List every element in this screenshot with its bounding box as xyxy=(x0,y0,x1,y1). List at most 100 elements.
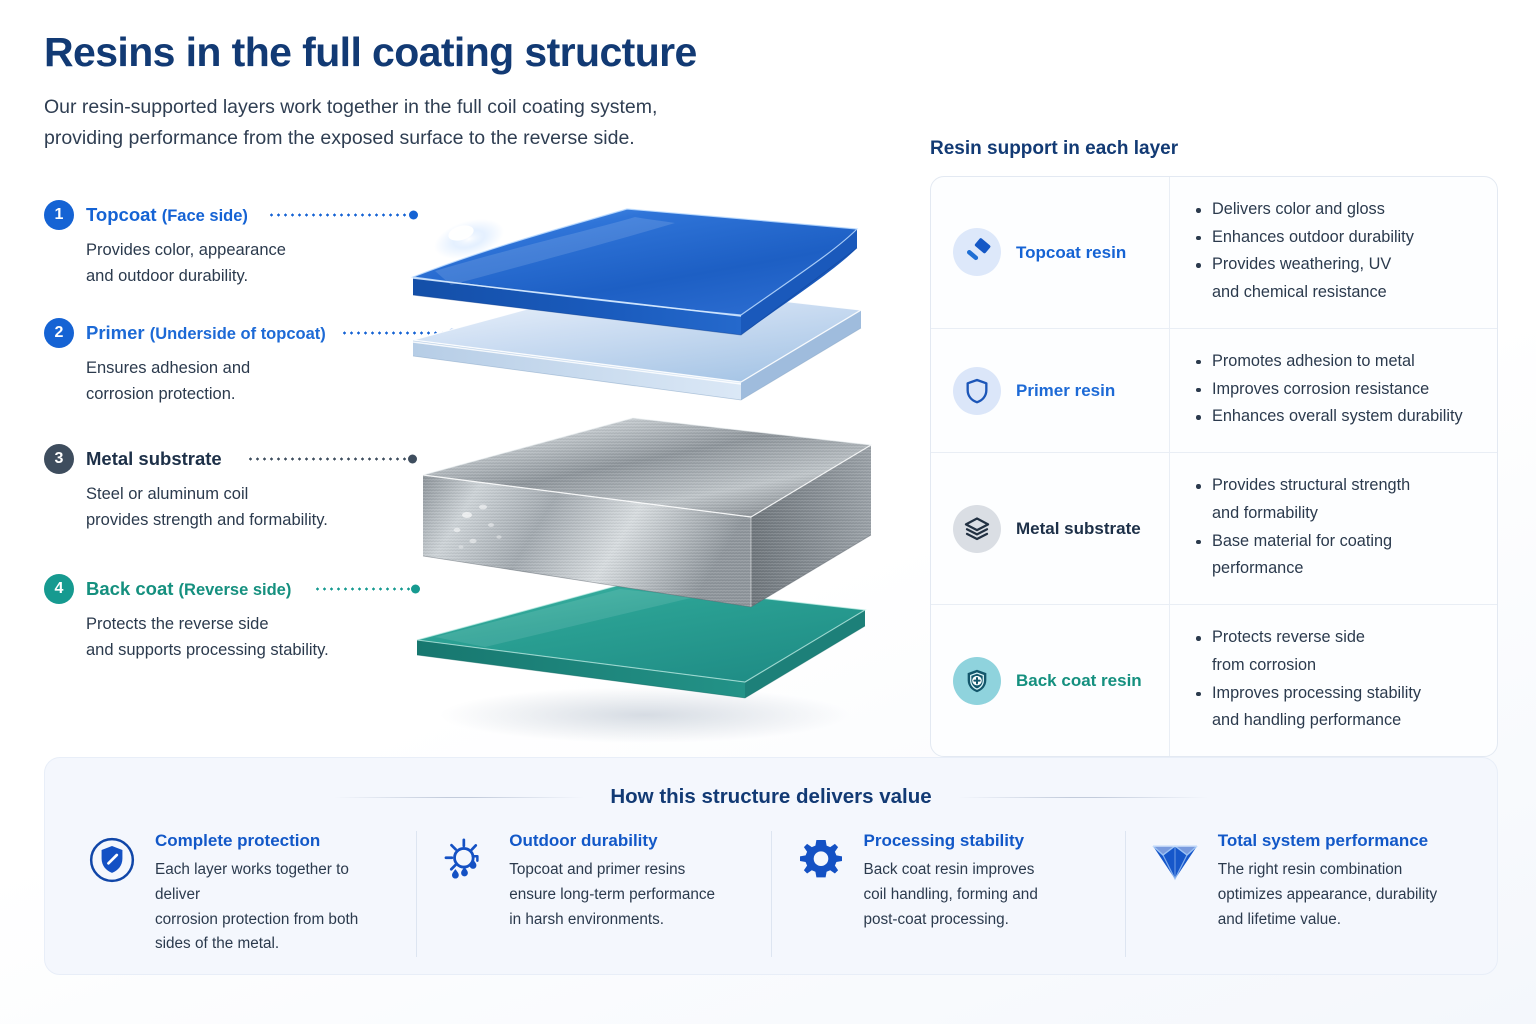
value-line-1: Topcoat and primer resins xyxy=(509,861,686,878)
connector-endpoint xyxy=(411,584,420,594)
connector-line-4 xyxy=(314,584,420,594)
value-line-2: corrosion protection from both xyxy=(155,910,359,928)
layer-desc-line-1: Steel or aluminum coil xyxy=(86,485,249,503)
layer-desc-line-2: and outdoor durability. xyxy=(86,267,249,286)
layer-badge-2: 2 xyxy=(44,318,74,348)
value-column-text: Complete protection Each layer works tog… xyxy=(155,831,394,957)
resin-name: Topcoat resin xyxy=(1016,242,1127,262)
layer-badge-3: 3 xyxy=(44,444,74,474)
value-line-2: coil handling, forming and xyxy=(863,885,1038,903)
value-body: Topcoat and primer resins ensure long-te… xyxy=(509,858,748,932)
bullet: Improves processing stability xyxy=(1194,681,1479,707)
subtitle-line-1: Our resin-supported layers work together… xyxy=(44,95,658,118)
bullet-continuation: and formability xyxy=(1212,503,1318,522)
metal-specular-highlights xyxy=(453,504,502,549)
value-body: The right resin combination optimizes ap… xyxy=(1218,858,1457,932)
layer-qualifier: (Face side) xyxy=(161,207,248,225)
value-heading: Processing stability xyxy=(863,831,1025,850)
resin-row-bullets: Promotes adhesion to metal Improves corr… xyxy=(1169,328,1497,453)
value-heading: Total system performance xyxy=(1217,831,1429,850)
value-line-2: ensure long-term performance xyxy=(509,885,716,903)
resin-support-panel: Resin support in each layer Topcoat resi… xyxy=(930,138,1498,758)
layer-item-back-coat: 4 Back coat (Reverse side) Protects the … xyxy=(44,574,424,663)
layer-item-primer: 2 Primer (Underside of topcoat) Ensures … xyxy=(44,318,457,444)
layer-title-4: Back coat (Reverse side) xyxy=(86,578,291,600)
layer-badge-1: 1 xyxy=(44,200,74,230)
layer-head: 3 Metal substrate xyxy=(44,444,424,474)
resin-name: Metal substrate xyxy=(1016,518,1141,538)
resin-row-label-group: Metal substrate xyxy=(931,453,1169,604)
layer-title-1: Topcoat (Face side) xyxy=(86,204,248,226)
layer-name: Back coat xyxy=(86,578,174,599)
value-line-3: and lifetime value. xyxy=(1217,910,1342,928)
resin-row-bullets: Delivers color and gloss Enhances outdoo… xyxy=(1169,177,1497,328)
connector-dots xyxy=(268,213,414,217)
resin-row-bullets: Provides structural strength and formabi… xyxy=(1169,453,1497,605)
connector-dots xyxy=(247,457,413,461)
resin-panel-title: Resin support in each layer xyxy=(930,138,1179,159)
value-line-3: post-coat processing. xyxy=(863,910,1009,928)
value-line-1: Each layer works together to deliver xyxy=(155,861,349,903)
bullet: Improves corrosion resistance xyxy=(1194,377,1479,403)
resin-row-back-coat[interactable]: Back coat resin Protects reverse side fr… xyxy=(931,604,1497,757)
layer-item-topcoat: 1 Topcoat (Face side) Provides color, ap… xyxy=(44,200,424,318)
value-column-processing-stability: Processing stability Back coat resin imp… xyxy=(770,831,1125,958)
value-line-3: in harsh environments. xyxy=(509,910,664,928)
resin-row-topcoat[interactable]: Topcoat resin Delivers color and gloss E… xyxy=(931,177,1497,328)
layer-head: 1 Topcoat (Face side) xyxy=(44,200,424,230)
divider-right xyxy=(957,796,1208,798)
layer-name: Primer xyxy=(86,322,145,343)
bullet: Enhances overall system durability xyxy=(1194,404,1479,430)
divider-left xyxy=(334,796,585,798)
layer-badge-4: 4 xyxy=(44,574,74,604)
bullet-continuation: and handling performance xyxy=(1212,711,1402,730)
value-heading: Outdoor durability xyxy=(509,831,658,850)
value-line-1: The right resin combination xyxy=(1217,861,1403,878)
value-line-2: optimizes appearance, durability xyxy=(1217,885,1438,903)
bullet: Provides structural strength xyxy=(1194,473,1479,499)
layer-desc-line-1: Ensures adhesion and xyxy=(86,359,251,377)
topcoat-sheet xyxy=(410,208,859,336)
subtitle-line-2: providing performance from the exposed s… xyxy=(44,127,635,150)
layer-item-metal-substrate: 3 Metal substrate Steel or aluminum coil… xyxy=(44,444,424,574)
shield-plus-icon xyxy=(953,656,1001,705)
layer-desc-3: Steel or aluminum coil provides strength… xyxy=(86,481,424,533)
connector-dots xyxy=(341,331,453,335)
layer-desc-4: Protects the reverse side and supports p… xyxy=(86,611,424,663)
back-coat-sheet xyxy=(416,582,867,699)
value-column-text: Outdoor durability Topcoat and primer re… xyxy=(509,831,748,957)
layer-name: Topcoat xyxy=(86,204,157,225)
layer-desc-line-1: Protects the reverse side xyxy=(86,615,269,633)
stack-ground-shadow xyxy=(440,687,850,743)
layer-desc-line-2: corrosion protection. xyxy=(86,385,236,404)
connector-endpoint xyxy=(409,210,418,220)
shield-check-circle-icon xyxy=(85,831,139,957)
bullet: Base material for coating xyxy=(1194,529,1479,555)
connector-line-1 xyxy=(268,210,418,220)
diamond-icon xyxy=(1148,831,1202,957)
value-column-complete-protection: Complete protection Each layer works tog… xyxy=(63,831,416,957)
bullet: Delivers color and gloss xyxy=(1194,197,1479,223)
layer-title-2: Primer (Underside of topcoat) xyxy=(86,322,326,344)
resin-row-metal-substrate[interactable]: Metal substrate Provides structural stre… xyxy=(931,452,1497,605)
value-heading: Complete protection xyxy=(155,831,321,850)
layer-qualifier: (Reverse side) xyxy=(178,581,292,599)
bullet-continuation: and chemical resistance xyxy=(1212,283,1387,302)
layer-title-3: Metal substrate xyxy=(86,448,222,470)
gear-icon xyxy=(794,831,848,957)
resin-row-bullets: Protects reverse side from corrosion Imp… xyxy=(1169,605,1497,757)
resin-row-label-group: Back coat resin xyxy=(931,605,1169,756)
bullet-continuation: performance xyxy=(1212,559,1304,578)
value-body: Back coat resin improves coil handling, … xyxy=(864,858,1103,932)
layers-icon xyxy=(953,504,1001,553)
resin-row-primer[interactable]: Primer resin Promotes adhesion to metal … xyxy=(931,327,1497,453)
topcoat-gloss xyxy=(434,219,504,259)
connector-line-3 xyxy=(247,454,417,464)
value-line-1: Back coat resin improves xyxy=(863,861,1035,878)
resin-name: Primer resin xyxy=(1016,380,1116,400)
connector-endpoint xyxy=(408,454,417,464)
layer-name: Metal substrate xyxy=(86,448,222,469)
value-columns: Complete protection Each layer works tog… xyxy=(45,831,1497,958)
bullet: Promotes adhesion to metal xyxy=(1194,349,1479,375)
bullet: Provides weathering, UV xyxy=(1194,252,1479,278)
